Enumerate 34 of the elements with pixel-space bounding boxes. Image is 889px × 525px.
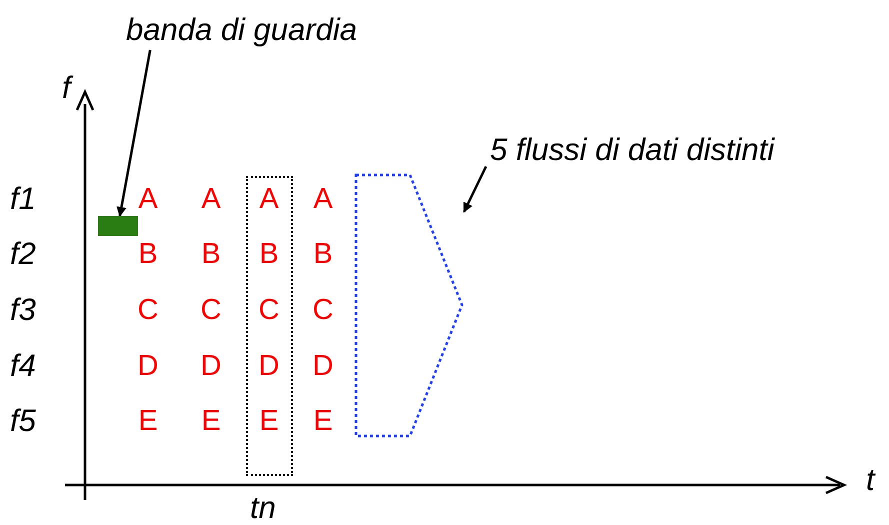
channel-letter: C [200, 296, 222, 325]
channel-letter: B [137, 240, 159, 269]
channel-letter: B [200, 240, 222, 269]
frequency-label: f1 [10, 183, 36, 214]
channel-letter: A [137, 185, 159, 214]
annotation-text: 5 flussi di dati distinti [490, 134, 774, 165]
guard-band-bar [98, 216, 138, 236]
frequency-label: f3 [10, 294, 36, 325]
annotation-text: banda di guardia [126, 14, 357, 45]
channel-letter: E [258, 407, 280, 436]
channel-letter: E [200, 407, 222, 436]
channel-letter: D [258, 352, 280, 381]
axis-label: tn [250, 492, 276, 523]
channel-letter: E [312, 407, 334, 436]
channel-letter: E [137, 407, 159, 436]
channel-letter: B [312, 240, 334, 269]
channel-letter: C [136, 296, 160, 325]
channel-letter: D [136, 352, 160, 381]
frequency-label: f4 [10, 350, 36, 381]
channel-letter: A [258, 185, 280, 214]
frequency-label: f5 [10, 405, 36, 436]
leader-arrow [462, 166, 488, 213]
channel-letter: C [258, 296, 280, 325]
channel-letter: A [312, 185, 334, 214]
channel-letter: C [312, 296, 334, 325]
channel-letter: B [258, 240, 280, 269]
channel-letter: A [200, 185, 222, 214]
frequency-label: f2 [10, 238, 36, 269]
axis-label: t [866, 464, 875, 495]
leader-arrow [116, 50, 152, 217]
time-slot-box [246, 176, 293, 476]
channel-letter: D [312, 352, 334, 381]
axis-label: f [62, 72, 71, 103]
channel-letter: D [200, 352, 222, 381]
